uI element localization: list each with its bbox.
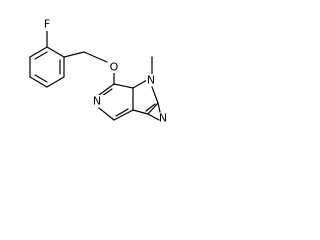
double-bond-inner	[34, 74, 48, 83]
bond	[157, 102, 161, 113]
double-bond-inner	[145, 103, 156, 112]
bond	[151, 86, 159, 104]
pyridine-ring	[98, 83, 134, 121]
ch2-oxygen-bond	[83, 51, 108, 63]
pyridine-nitrogen-label: N	[93, 95, 101, 108]
methyl-nitrogen-atom: N	[146, 74, 158, 87]
bond	[98, 107, 115, 121]
imidazole-nitrogen-atom: N	[159, 112, 171, 125]
bond	[113, 83, 134, 89]
bond	[46, 76, 65, 88]
bond	[147, 113, 160, 121]
bond	[132, 79, 148, 89]
bond	[29, 46, 48, 58]
pyridine-nitrogen-atom: N	[92, 95, 104, 108]
fluorine-label: F	[44, 18, 50, 31]
bond	[29, 76, 48, 88]
fluorophenyl-ring	[29, 46, 65, 88]
double-bond-inner	[34, 51, 48, 60]
double-bond-inner	[115, 108, 129, 117]
fluorine-atom: F	[42, 18, 52, 31]
bond	[132, 109, 149, 115]
bond	[147, 102, 159, 115]
imidazole-nitrogen-label: N	[159, 112, 167, 125]
methyl-nitrogen-label: N	[147, 74, 155, 87]
oxygen-label: O	[110, 61, 119, 74]
bond	[46, 46, 65, 58]
benzyl-ch2-bond	[63, 51, 85, 58]
bond	[98, 83, 115, 96]
double-bond-inner	[101, 88, 113, 97]
oxygen-atom: O	[108, 61, 120, 74]
bond	[113, 109, 134, 121]
chemical-structure-diagram: F O N N N	[29, 18, 171, 125]
imidazole-ring	[132, 79, 159, 115]
